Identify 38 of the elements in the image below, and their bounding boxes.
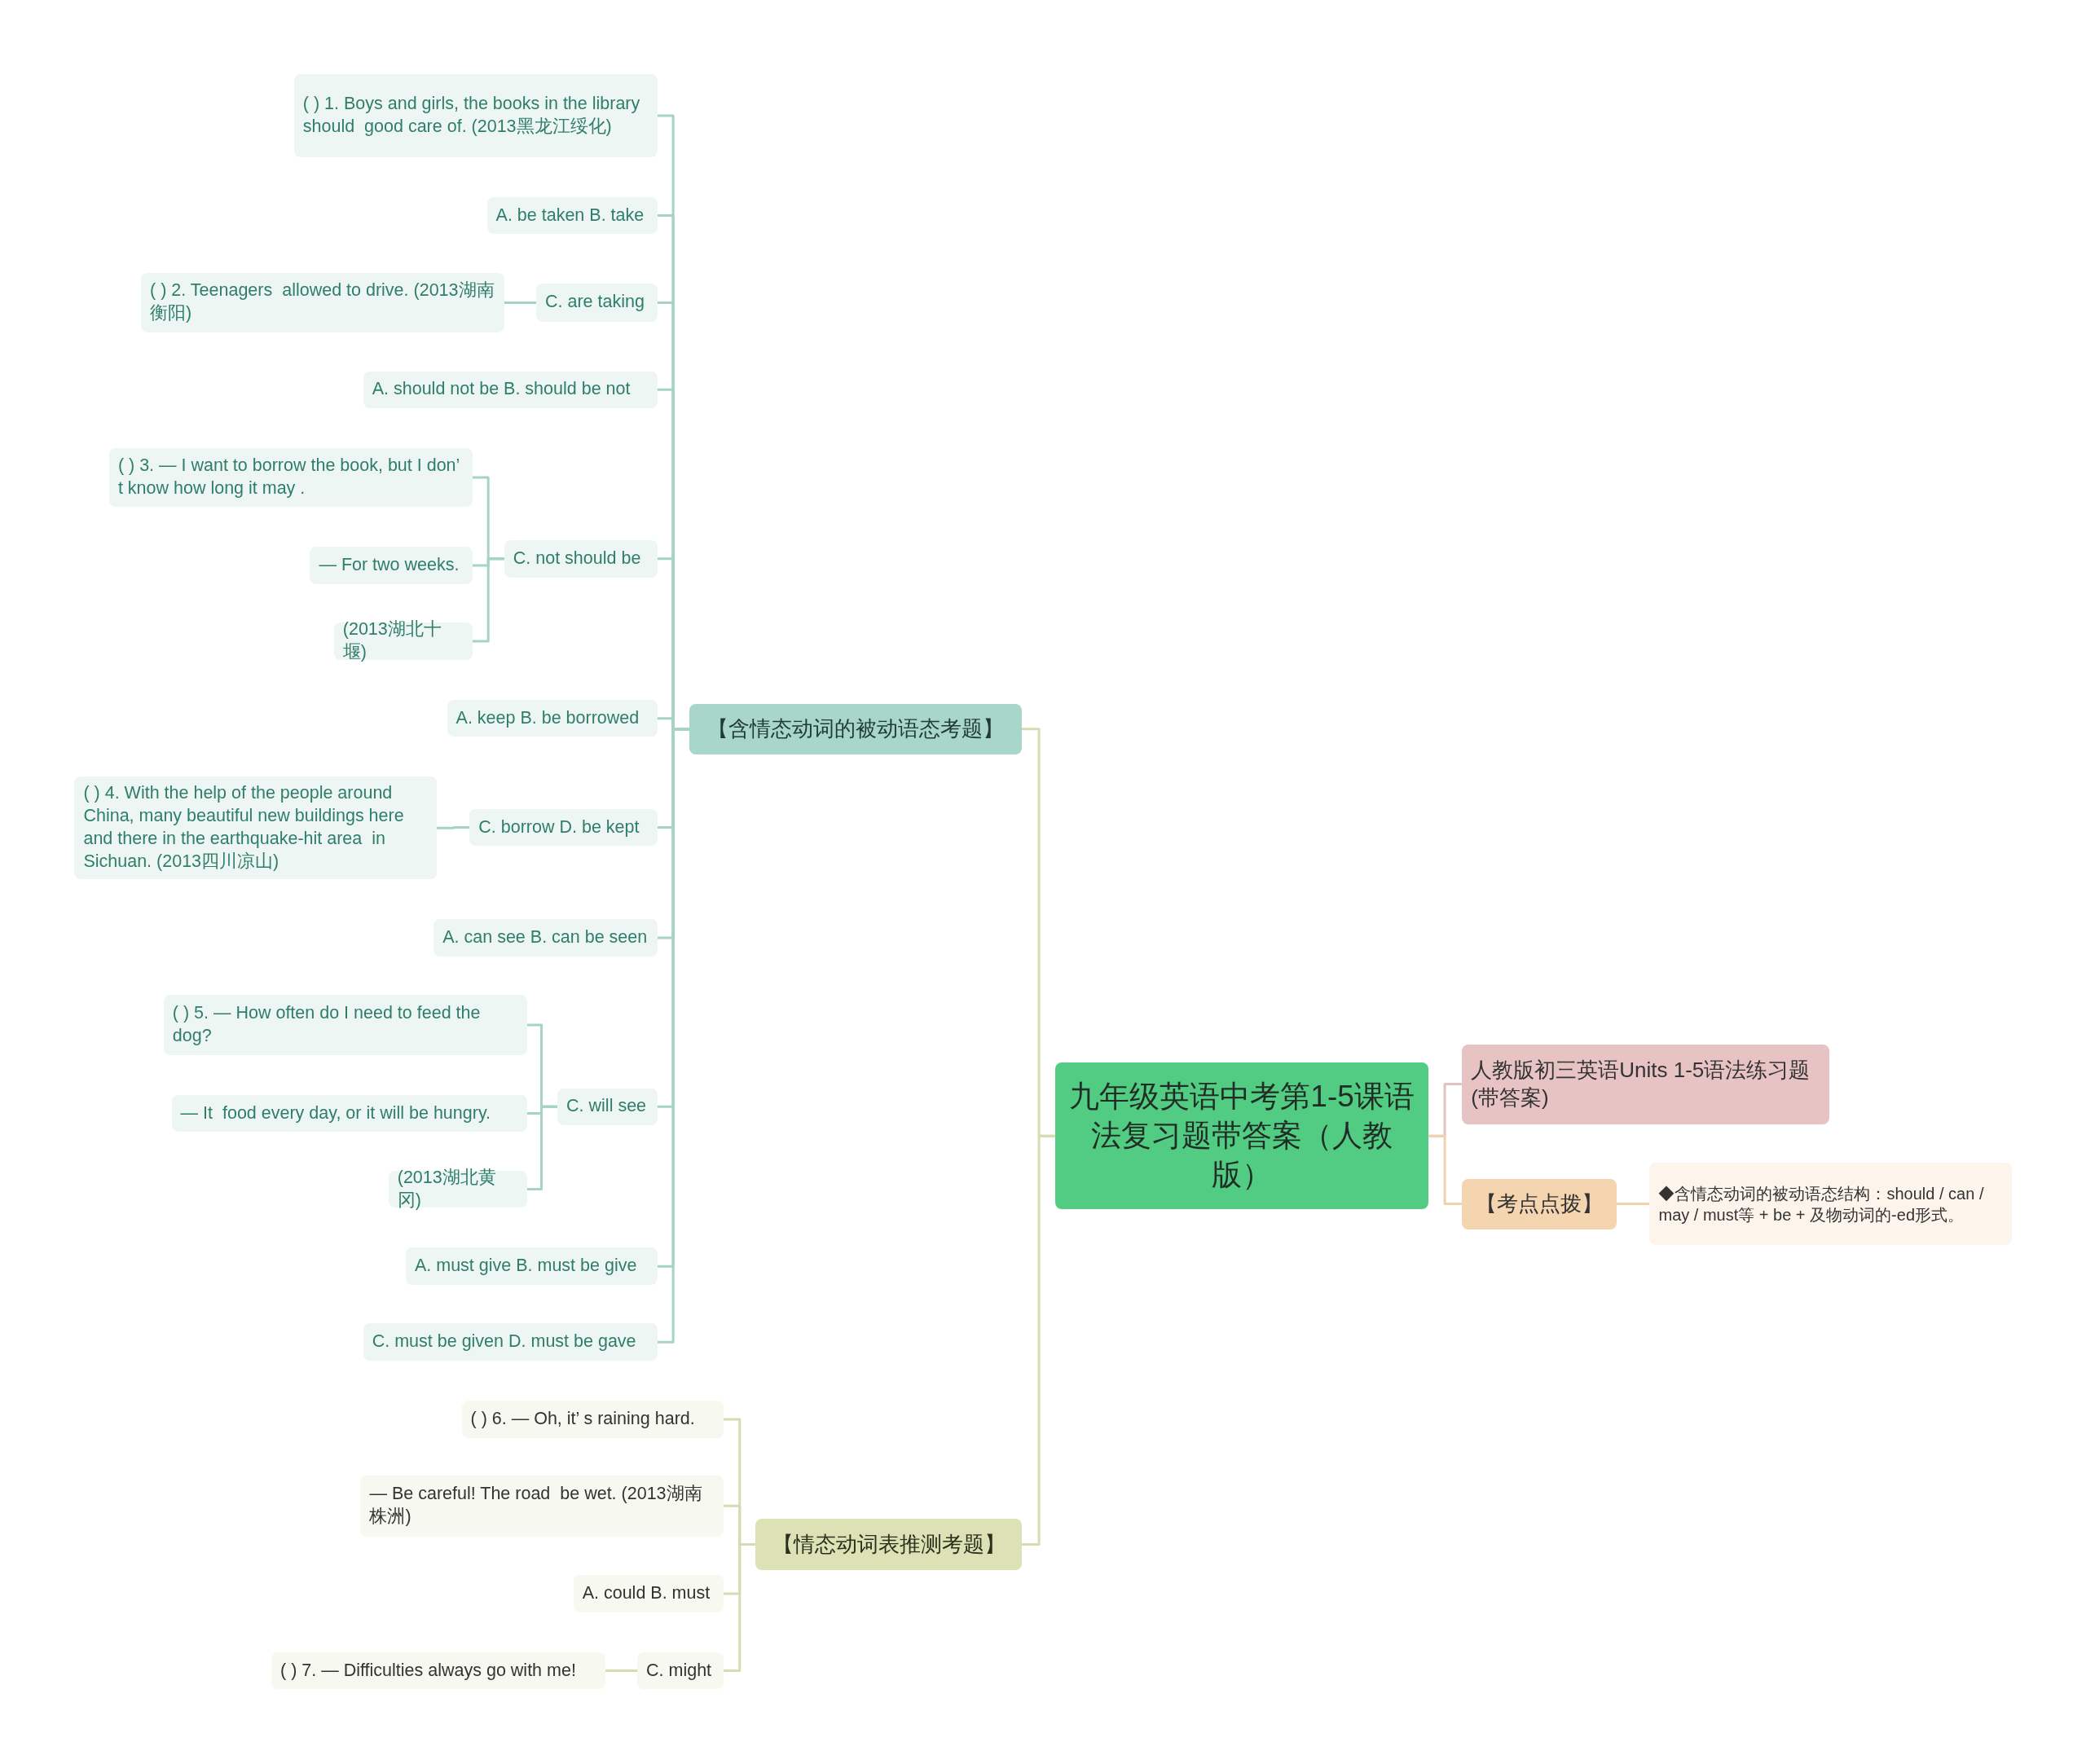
topic-box: ( ) 3. — I want to borrow the book, but I don’ t know how long it may . (108, 448, 473, 508)
topic-box: A. keep B. be borrowed (447, 699, 658, 737)
topic-box: C. borrow D. be kept (469, 808, 658, 847)
connector-line (605, 1669, 638, 1673)
topic-box: ( ) 1. Boys and girls, the books in the library should good care of. (2013黑龙江绥化) (293, 74, 658, 157)
connector-line (526, 1105, 558, 1191)
topic-box: — Be careful! The road be wet. (2013湖南株洲) (360, 1475, 724, 1537)
topic-box: 人教版初三英语Units 1-5语法练习题(带答案) (1462, 1044, 1829, 1124)
topic-box: ( ) 6. — Oh, it’ s raining hard. (461, 1401, 724, 1438)
connector-line (724, 1543, 756, 1673)
topic-box: A. could B. must (573, 1575, 724, 1612)
connector-line (1616, 1203, 1650, 1206)
topic-box: A. can see B. can be seen (433, 919, 658, 957)
connector-line (1021, 1134, 1055, 1546)
topic-box: — For two weeks. (310, 547, 473, 584)
topic-box: 【考点点拨】 (1462, 1178, 1617, 1230)
topic-box: A. be taken B. take (486, 196, 658, 235)
root-topic-box: 九年级英语中考第1-5课语法复习题带答案（人教版） (1054, 1062, 1429, 1210)
topic-box: (2013湖北黄冈) (388, 1170, 527, 1208)
topic-box: A. should not be B. should be not (363, 371, 658, 409)
topic-box: C. must be given D. must be gave (363, 1323, 658, 1361)
topic-box: C. are taking (535, 283, 658, 323)
connector-line (504, 301, 536, 304)
branch-box: 【情态动词表推测考题】 (755, 1519, 1022, 1570)
connector-line (1428, 1134, 1463, 1206)
note-box: ◆含情态动词的被动语态结构：should / can / may / must等 + be + 及物动词的-ed形式。 (1649, 1162, 2012, 1246)
topic-box: ( ) 4. With the help of the people around China, many beautiful new buildings here and there in the earthquake-hit area in Sichuan. (2013四川凉山) (74, 776, 437, 880)
topic-box: — It food every day, or it will be hungry. (171, 1094, 527, 1133)
connector-line (472, 557, 504, 643)
connector-line (436, 826, 470, 829)
topic-box: ( ) 7. — Difficulties always go with me! (271, 1652, 605, 1690)
topic-box: ( ) 2. Teenagers allowed to drive. (2013湖南衡阳) (141, 272, 504, 333)
branch-box: 【含情态动词的被动语态考题】 (689, 703, 1022, 754)
topic-box: C. might (637, 1652, 724, 1690)
topic-box: A. must give B. must be give (405, 1247, 658, 1286)
topic-box: ( ) 5. — How often do I need to feed the dog? (163, 995, 527, 1055)
topic-box: C. not should be (504, 539, 658, 578)
topic-box: C. will see (557, 1088, 658, 1126)
